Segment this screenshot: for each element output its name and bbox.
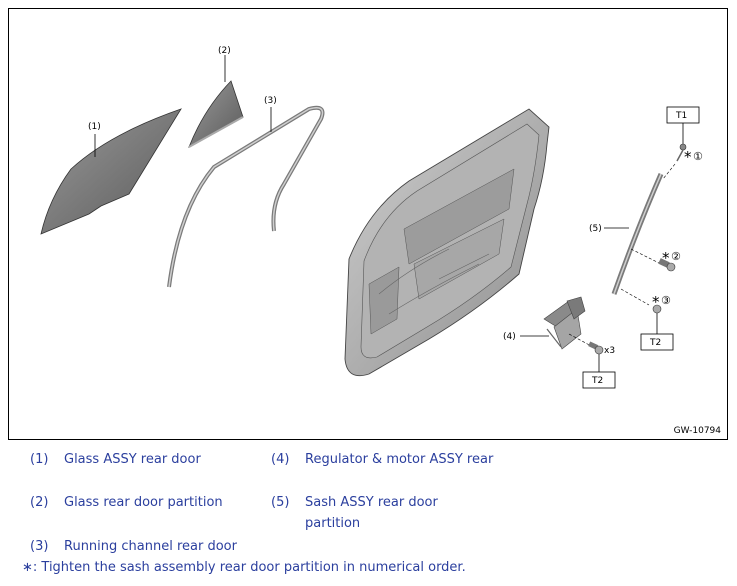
torque-box-t2b: [582, 371, 616, 389]
torque-box-t2a: [640, 333, 674, 351]
rear-door-panel: [344, 108, 550, 377]
callout-3: (3): [264, 96, 277, 106]
torque-label-t2b: T2: [591, 376, 603, 386]
legend-num-4: (4): [271, 452, 290, 467]
callout-5: (5): [589, 224, 602, 234]
regulator-motor-assy-rear: [543, 296, 586, 350]
bolt-3: [620, 288, 662, 314]
legend-text-1: Glass ASSY rear door: [64, 452, 201, 467]
legend-text-3: Running channel rear door: [64, 539, 237, 554]
legend-num-1: (1): [30, 452, 49, 467]
partition-edge: [188, 116, 244, 148]
exploded-diagram: (1) (2) (3) (5) T1: [8, 8, 728, 440]
sash-highlight: [613, 173, 662, 295]
callout-4: (4): [503, 332, 516, 342]
diagram-canvas: (1) (2) (3) (5) T1: [40, 46, 703, 389]
running-channel-highlight: [168, 107, 324, 288]
bolt-count: x3: [604, 346, 615, 356]
legend-num-3: (3): [30, 539, 49, 554]
bolt-1: [662, 143, 687, 180]
callout-1: (1): [88, 122, 101, 132]
legend-text-4: Regulator & motor ASSY rear: [305, 452, 494, 467]
asterisk-3: *: [652, 293, 660, 311]
legend-num-2: (2): [30, 495, 49, 510]
bolt-2: [630, 248, 676, 272]
tightening-note: ∗: Tighten the sash assembly rear door p…: [22, 560, 466, 575]
asterisk-2: *: [662, 249, 670, 267]
legend-text-2: Glass rear door partition: [64, 495, 223, 510]
legend-num-5: (5): [271, 495, 290, 510]
glass-rear-door-partition: [188, 80, 244, 148]
torque-label-t2a: T2: [649, 338, 661, 348]
bolt-set-regulator: [568, 333, 604, 355]
glass-assy-rear-door: [40, 108, 182, 235]
star-marker-2: ②: [671, 250, 681, 263]
torque-label-t1: T1: [675, 111, 687, 121]
asterisk-1: *: [684, 148, 692, 166]
star-marker-3: ③: [661, 294, 671, 307]
legend-text-5-line2: partition: [305, 516, 361, 531]
running-channel-rear-door: [167, 105, 325, 288]
star-marker-1: ①: [693, 150, 703, 163]
callout-2: (2): [218, 46, 231, 56]
legend-text-5: Sash ASSY rear door: [305, 495, 438, 510]
diagram-code: GW-10794: [673, 426, 721, 436]
